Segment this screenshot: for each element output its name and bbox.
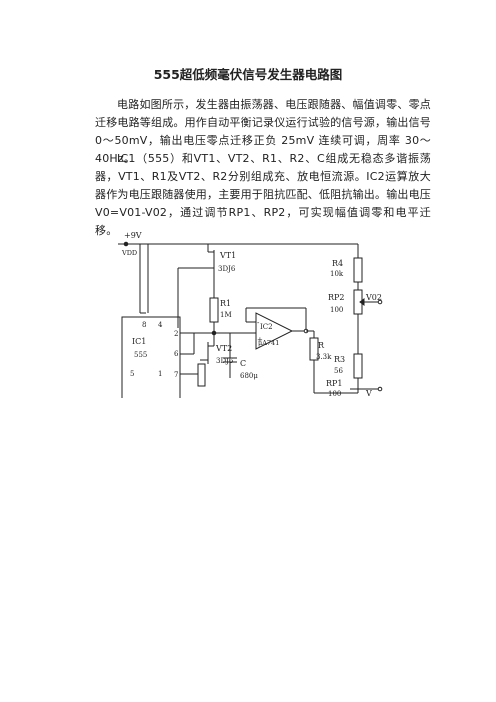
paragraph-description: IC1（555）和VT1、VT2、R1、R2、C组成无稳态多谐振荡器，VT1、R… xyxy=(95,150,431,240)
rp2-wiper-arrow xyxy=(359,298,365,306)
vt2-part: 3DJ6 xyxy=(216,357,234,365)
ic2-opamp xyxy=(255,312,294,350)
r3-value: 56 xyxy=(334,367,343,375)
supply-node xyxy=(123,241,129,247)
vt1-label: VT1 xyxy=(219,251,236,260)
pin5-label: 5 xyxy=(130,370,134,378)
pin2-label: 2 xyxy=(174,330,178,338)
paragraph-intro-text: 电路如图所示，发生器由振荡器、电压跟随器、幅值调零、零点迁移电路等组成。用作自动… xyxy=(95,98,431,165)
r1-label: R1 xyxy=(220,299,231,308)
ic1-label: IC1 xyxy=(132,337,146,346)
r3-resistor xyxy=(353,353,363,379)
pin6-label: 6 xyxy=(174,350,179,358)
vt2-label: VT2 xyxy=(215,344,232,353)
circuit-diagram: +9V VDD 8 4 2 6 5 1 7 IC1 555 VT1 3DJ6 R… xyxy=(118,231,383,398)
rp2-value: 100 xyxy=(330,306,343,314)
rp1-value: 100 xyxy=(328,390,341,398)
v-label: V xyxy=(365,389,372,398)
document-title: 555超低频毫伏信号发生器电路图 xyxy=(153,67,343,82)
v02-label: V02 xyxy=(365,293,382,302)
r-out-value: 3.3k xyxy=(316,353,332,361)
ic1-body xyxy=(121,316,181,398)
ic2-label: IC2 xyxy=(260,323,273,331)
cap-value: 680μ xyxy=(240,372,258,380)
rp1-node xyxy=(377,386,383,392)
r4-value: 10k xyxy=(330,270,344,278)
r1-value: 1M xyxy=(220,311,232,319)
vt1-part: 3DJ6 xyxy=(218,265,236,273)
ic2-part: μA741 xyxy=(258,339,279,347)
supply-label: +9V xyxy=(124,231,142,240)
ic2-plus: + xyxy=(257,336,263,344)
r-out-label: R xyxy=(318,341,325,350)
r1-resistor xyxy=(209,297,219,323)
v02-node xyxy=(377,299,383,305)
pin8-label: 8 xyxy=(142,321,146,329)
r4-resistor xyxy=(353,257,363,283)
r3-label: R3 xyxy=(334,355,345,364)
r2-resistor xyxy=(197,363,206,387)
rp1-label: RP1 xyxy=(326,379,343,388)
r4-label: R4 xyxy=(332,259,343,268)
paragraph-intro: 电路如图所示，发生器由振荡器、电压跟随器、幅值调零、零点迁移电路等组成。用作自动… xyxy=(95,96,431,168)
ic2-minus: - xyxy=(257,319,260,327)
cap-label: C xyxy=(240,359,246,368)
pin7-label: 7 xyxy=(174,371,178,379)
pin1-label: 1 xyxy=(158,370,162,378)
paragraph-description-text: IC1（555）和VT1、VT2、R1、R2、C组成无稳态多谐振荡器，VT1、R… xyxy=(95,152,431,237)
rp2-label: RP2 xyxy=(328,293,345,302)
ic1-part: 555 xyxy=(134,351,147,359)
pin4-label: 4 xyxy=(158,321,163,329)
supply-node-label: VDD xyxy=(121,249,137,257)
